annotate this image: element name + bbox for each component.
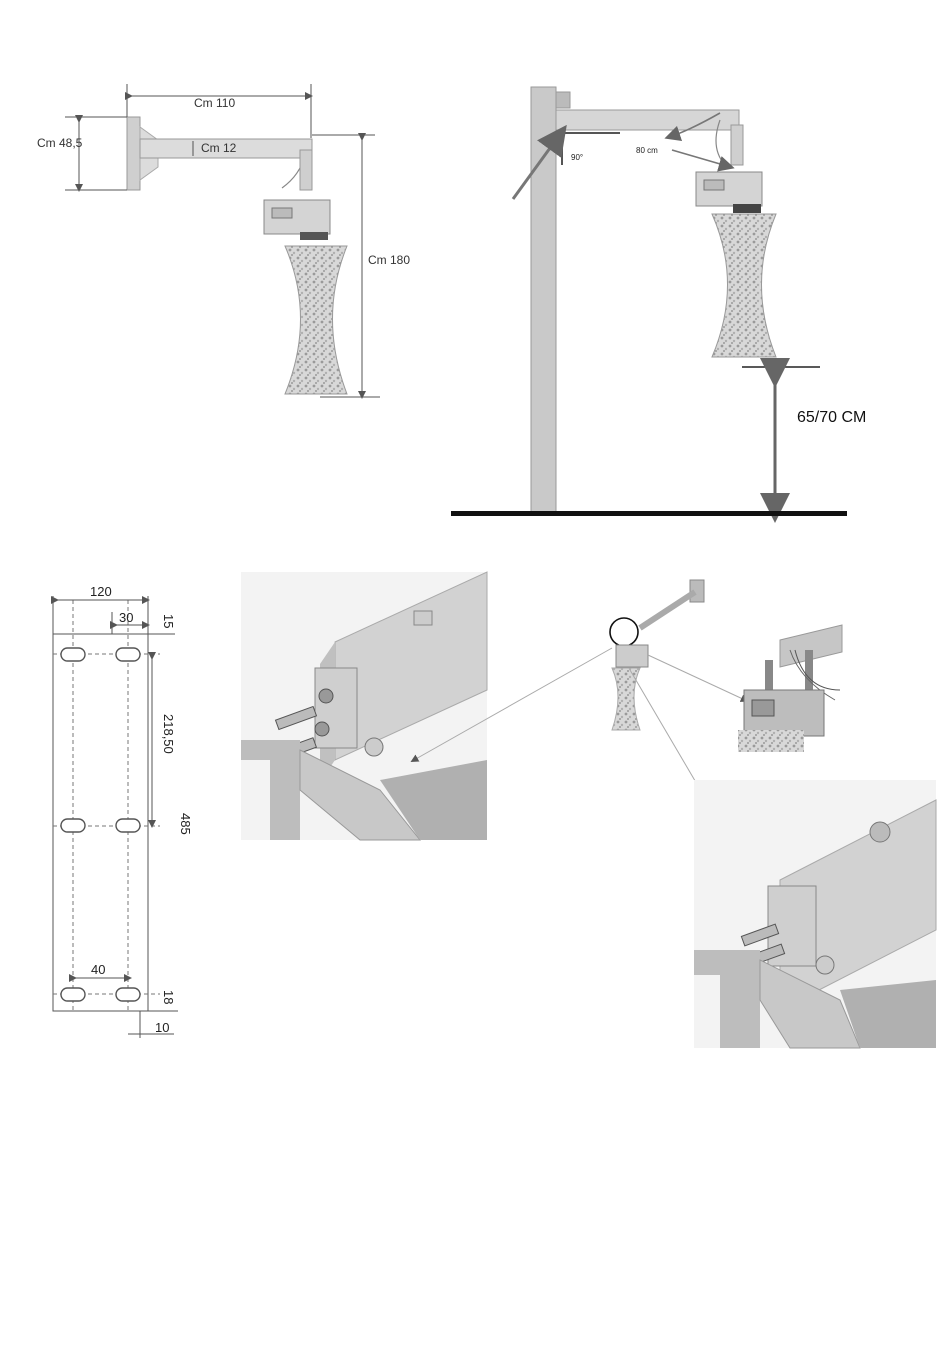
distance-label: 80 cm bbox=[636, 146, 658, 155]
hole-offset-label: 30 bbox=[119, 610, 133, 625]
boom-arm-right bbox=[556, 110, 739, 130]
height-label: Cm 48,5 bbox=[37, 136, 83, 150]
floor-line bbox=[451, 511, 847, 516]
top-margin-label: 15 bbox=[161, 614, 176, 628]
width-label: Cm 110 bbox=[194, 96, 235, 110]
floor-height-label: 65/70 CM bbox=[797, 409, 866, 426]
foam-bag bbox=[285, 246, 347, 394]
edge-label: 10 bbox=[155, 1020, 169, 1035]
bracket-closeup-render bbox=[694, 780, 936, 1048]
angle-label: 90° bbox=[571, 153, 583, 162]
mount-hole bbox=[116, 648, 140, 661]
mount-hole bbox=[61, 819, 85, 832]
detail-circle bbox=[610, 618, 638, 646]
mount-hole bbox=[116, 988, 140, 1001]
arm-label: Cm 12 bbox=[201, 141, 237, 155]
motor-detail-render bbox=[738, 625, 842, 752]
mounting-plate-drawing: 120 30 15 218,50 485 40 18 10 bbox=[53, 584, 193, 1038]
support-pole bbox=[531, 87, 556, 514]
bottom-spacing-label: 40 bbox=[91, 962, 105, 977]
bracket-detail-render bbox=[241, 572, 487, 840]
hole-spacing-label: 218,50 bbox=[161, 714, 176, 754]
mount-hole bbox=[61, 988, 85, 1001]
plate-width-label: 120 bbox=[90, 584, 112, 599]
installation-view: 90° 80 cm 65/70 CM bbox=[451, 87, 866, 516]
foam-bag-right bbox=[712, 214, 776, 357]
drop-label: Cm 180 bbox=[368, 253, 410, 267]
side-view-dimensions: Cm 110 Cm 48,5 Cm 12 Cm 180 bbox=[37, 84, 410, 397]
plate-height-label: 485 bbox=[178, 813, 193, 835]
mount-hole bbox=[116, 819, 140, 832]
bottom-margin-label: 18 bbox=[161, 990, 176, 1004]
mount-hole bbox=[61, 648, 85, 661]
